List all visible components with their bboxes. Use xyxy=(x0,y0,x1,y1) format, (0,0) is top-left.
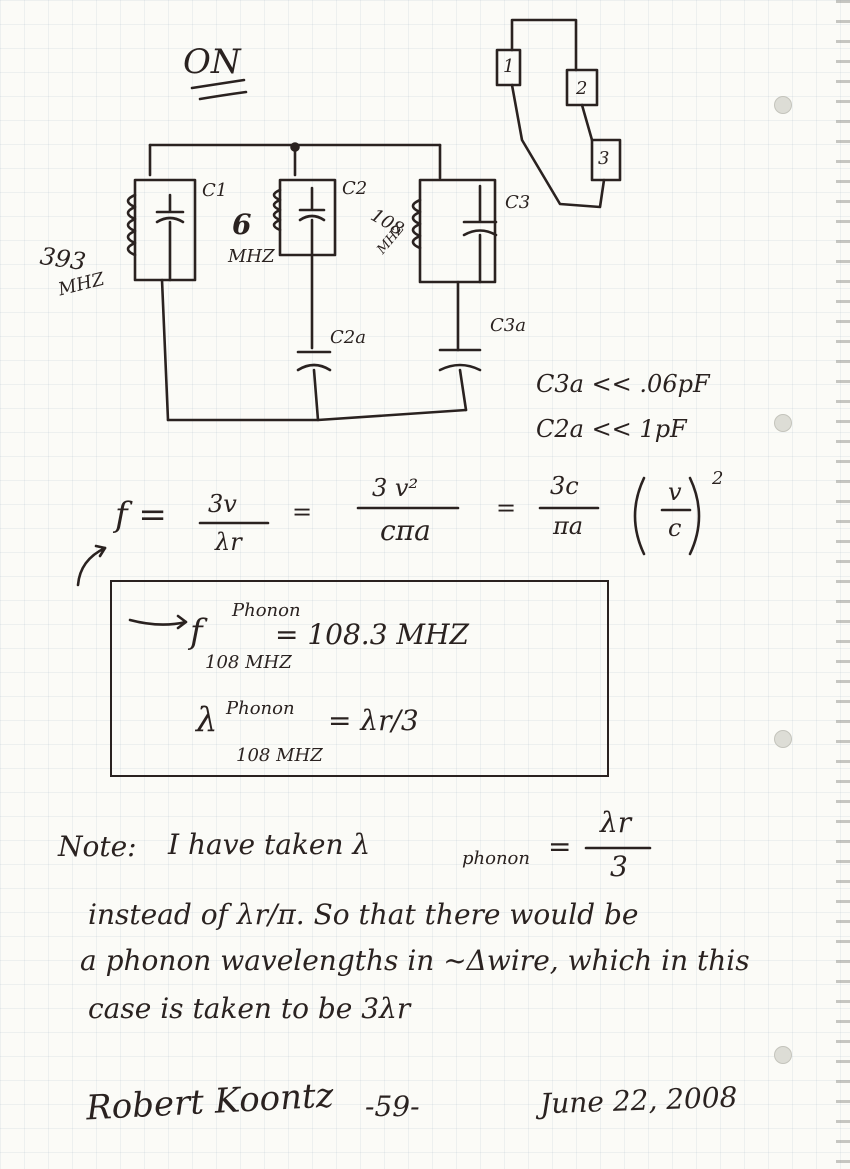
f-sub: 108 MHZ xyxy=(205,652,292,673)
eq-lhs: f = xyxy=(115,495,167,535)
c2a-condition: C2a << 1pF xyxy=(536,415,687,443)
bottom-rail xyxy=(166,408,468,422)
inset-label-3: 3 xyxy=(598,148,610,169)
box-arrow xyxy=(128,614,188,630)
label-c3: C3 xyxy=(505,192,531,213)
note-line-2: instead of λr/π. So that there would be xyxy=(88,898,639,931)
inductor-1 xyxy=(126,193,137,257)
label-c2: C2 xyxy=(342,178,368,199)
note-frac-den: 3 xyxy=(610,850,628,883)
eq-equals-1: = xyxy=(292,498,313,526)
label-c2a: C2a xyxy=(330,327,366,348)
note-prefix: Note: xyxy=(58,830,137,863)
title-underline-2 xyxy=(198,90,248,101)
f-super: Phonon xyxy=(232,600,301,621)
punch-hole xyxy=(774,730,792,748)
eq-exponent: 2 xyxy=(712,468,724,489)
date: June 22, 2008 xyxy=(539,1080,738,1121)
note-line-1: I have taken λ xyxy=(168,828,371,861)
eq-term2-num: 3 v² xyxy=(372,474,419,502)
label-c3a: C3a xyxy=(490,315,526,336)
page-title: ON xyxy=(183,42,241,82)
eq-term1-num: 3v xyxy=(208,490,237,518)
freq-mid-unit: MHZ xyxy=(228,246,275,267)
eq-equals-2: = xyxy=(496,494,517,522)
note-line-1-eq: = xyxy=(548,830,572,863)
inductor-2 xyxy=(272,188,282,232)
freq-mid: 6 xyxy=(232,208,252,241)
paren-right xyxy=(688,476,701,556)
eq-term3-den: πa xyxy=(553,512,584,540)
eq-term2-den: cπa xyxy=(380,514,431,547)
result-box xyxy=(110,580,609,777)
page-number: -59- xyxy=(365,1090,420,1123)
note-arrow xyxy=(76,546,107,587)
junction-dot xyxy=(290,142,300,152)
lambda-super: Phonon xyxy=(226,698,295,719)
spiral-binding xyxy=(836,0,850,1169)
punch-hole xyxy=(774,1046,792,1064)
capacitor-c3 xyxy=(462,184,498,284)
f-symbol: f xyxy=(190,612,203,652)
inset-label-1: 1 xyxy=(503,56,515,77)
note-frac-num: λr xyxy=(600,806,632,839)
lambda-sub: 108 MHZ xyxy=(236,745,323,766)
lambda-symbol: λ xyxy=(196,700,218,740)
lambda-value: = λr/3 xyxy=(328,704,419,737)
punch-hole xyxy=(774,96,792,114)
capacitor-c2 xyxy=(298,186,326,257)
capacitor-c1 xyxy=(155,193,185,282)
inductor-3 xyxy=(411,198,422,250)
inset-box-2 xyxy=(565,68,599,107)
capacitor-c3a xyxy=(438,348,482,412)
inset-box-3 xyxy=(590,138,622,182)
wire-left xyxy=(160,278,170,422)
paren-left xyxy=(633,476,646,556)
eq-paren-den: c xyxy=(668,514,682,542)
note-line-3: a phonon wavelengths in ~Δwire, which in… xyxy=(80,944,750,977)
eq-term1-den: λr xyxy=(215,528,242,556)
eq-paren-num: v xyxy=(668,478,682,506)
f-value: = 108.3 MHZ xyxy=(275,618,469,651)
punch-hole xyxy=(774,414,792,432)
title-underline-1 xyxy=(190,78,246,90)
c3a-condition: C3a << .06pF xyxy=(536,370,710,398)
eq-term3-num: 3c xyxy=(550,472,579,500)
inset-label-2: 2 xyxy=(576,78,588,99)
note-line-4: case is taken to be 3λr xyxy=(88,992,411,1025)
label-c1: C1 xyxy=(202,180,228,201)
note-line-1-sub: phonon xyxy=(462,848,530,869)
capacitor-c2a xyxy=(296,350,332,422)
